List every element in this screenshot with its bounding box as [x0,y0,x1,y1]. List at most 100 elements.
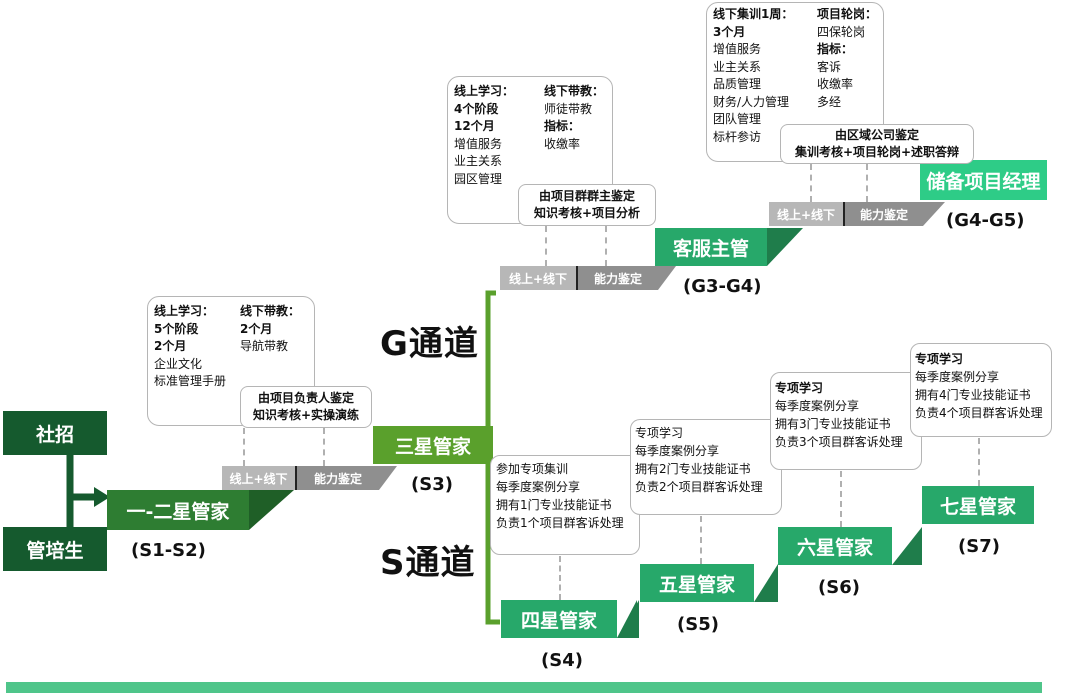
code-s6: (S6) [818,577,860,598]
s12-offline-title: 线下带教： [240,304,301,318]
g45-training-item: 增值服务 [713,42,762,56]
step-s4-arrow-fill [617,600,639,638]
dash-connector [810,164,812,202]
bar-tip-2 [658,266,676,290]
bottom-band [6,682,1042,693]
g34-kpi-item: 收缴率 [544,136,581,151]
bar-divider-1 [295,466,297,490]
g45-rotation-title: 项目轮岗： [817,7,878,21]
appraisal-g3-g4: 由项目群群主鉴定 知识考核+项目分析 [518,184,656,226]
g34-online-item: 增值服务 [454,136,503,151]
s4-req: 每季度案例分享 [496,480,581,494]
s5-requirements-box: 专项学习 每季度案例分享 拥有2门专业技能证书 负责2个项目群客诉处理 [630,419,782,515]
appraisal-s1-s2-by: 由项目负责人鉴定 [257,391,354,405]
g45-training-item: 团队管理 [713,112,762,126]
g45-training-item: 标杆参访 [713,129,762,144]
s12-offline-item: 导航带教 [240,339,289,353]
code-s3: (S3) [411,474,453,495]
code-s7: (S7) [958,536,1000,557]
s7-req: 拥有4门专业技能证书 [915,388,1031,402]
s12-online-item: 标准管理手册 [154,374,227,388]
g45-training-item: 财务/人力管理 [713,94,790,109]
s4-req: 拥有1门专业技能证书 [496,498,612,512]
trainee-box: 管培生 [3,527,107,571]
dash-connector [866,164,868,202]
appraisal-s1-s2: 由项目负责人鉴定 知识考核+实操演练 [240,386,372,428]
dash-connector [840,471,842,527]
s7-requirements-box: 专项学习 每季度案例分享 拥有4门专业技能证书 负责4个项目群客诉处理 [910,343,1052,437]
code-s1-s2: (S1-S2) [131,540,206,561]
s5-req: 专项学习 [635,426,684,440]
dash-connector [243,428,245,466]
appraisal-s1-s2-method: 知识考核+实操演练 [252,408,360,422]
s5-req: 拥有2门专业技能证书 [635,462,751,476]
bar-divider-2 [576,266,578,290]
step-s3: 三星管家 [373,426,493,464]
appraisal-g4-g5-by: 由区域公司鉴定 [834,128,919,142]
code-g3-g4: (G3-G4) [683,276,762,297]
code-s4: (S4) [541,650,583,671]
dash-connector [605,226,607,266]
s6-req: 拥有3门专业技能证书 [775,417,891,431]
social-recruit-box: 社招 [3,411,107,455]
bar-appraisal-3: 能力鉴定 [845,202,923,226]
bar-divider-3 [843,202,845,226]
dash-connector [700,516,702,564]
s5-req: 负责2个项目群客诉处理 [635,480,763,494]
g34-online-item: 业主关系 [454,154,503,168]
dash-connector [978,438,980,486]
g34-kpi-title: 指标： [544,119,581,133]
g45-kpi-item: 多经 [817,94,842,109]
s-channel-label: S通道 [380,543,476,583]
s4-req: 参加专项集训 [496,462,569,476]
s5-req: 每季度案例分享 [635,444,720,458]
s4-req: 负责1个项目群客诉处理 [496,516,624,530]
g45-kpi-item: 客诉 [817,59,842,74]
g34-online-stages: 4个阶段 [454,101,499,116]
appraisal-g4-g5: 由区域公司鉴定 集训考核+项目轮岗+述职答辩 [780,124,974,164]
dash-connector [323,428,325,466]
g45-training-item: 业主关系 [713,59,762,74]
g45-training-item: 品质管理 [713,77,762,91]
bar-online-offline-3: 线上+线下 [769,202,843,226]
code-s5: (S5) [677,614,719,635]
dash-connector [559,556,561,600]
appraisal-g3-g4-by: 由项目群群主鉴定 [538,189,635,203]
g45-kpi-item: 收缴率 [817,77,854,91]
g34-online-title: 线上学习： [454,84,515,98]
g45-training-title: 线下集训1周： [713,7,794,21]
code-g4-g5: (G4-G5) [946,210,1025,231]
s7-req: 负责4个项目群客诉处理 [915,406,1043,420]
dash-connector [545,226,547,266]
step-s1-s2-arrow [249,490,294,530]
s6-req: 负责3个项目群客诉处理 [775,435,903,449]
step-s6: 六星管家 [778,527,892,565]
step-s4: 四星管家 [501,600,617,638]
s12-online-item: 企业文化 [154,356,203,371]
appraisal-g3-g4-method: 知识考核+项目分析 [533,206,641,220]
bar-tip-3 [923,202,945,226]
bar-online-offline-2: 线上+线下 [500,266,576,290]
s6-req: 每季度案例分享 [775,399,860,413]
s12-online-stages: 5个阶段 [154,321,199,336]
g34-offline-title: 线下带教： [544,84,605,98]
callout-s1-s2: 线上学习： 5个阶段 2个月 企业文化 标准管理手册 线下带教： 2个月 导航带… [147,296,315,426]
g34-online-item: 园区管理 [454,171,503,186]
step-s5: 五星管家 [640,564,754,602]
bar-online-offline-1: 线上+线下 [222,466,295,490]
g45-kpi-title: 指标： [817,42,854,56]
bar-tip-1 [379,466,397,490]
bar-appraisal-1: 能力鉴定 [297,466,379,490]
g-channel-label: G通道 [380,324,479,364]
step-s6-arrow [892,527,922,565]
s6-req: 专项学习 [775,381,824,395]
step-g3-g4-arrow [767,228,803,266]
g34-online-months: 12个月 [454,119,495,133]
step-s7: 七星管家 [922,486,1034,524]
step-s5-arrow [754,564,778,602]
g34-offline-item: 师徒带教 [544,101,593,116]
s12-online-title: 线上学习： [154,304,215,318]
s7-req: 专项学习 [915,352,964,366]
step-g4-g5: 储备项目经理 [920,160,1047,200]
g45-rotation-item: 四保轮岗 [817,24,866,39]
